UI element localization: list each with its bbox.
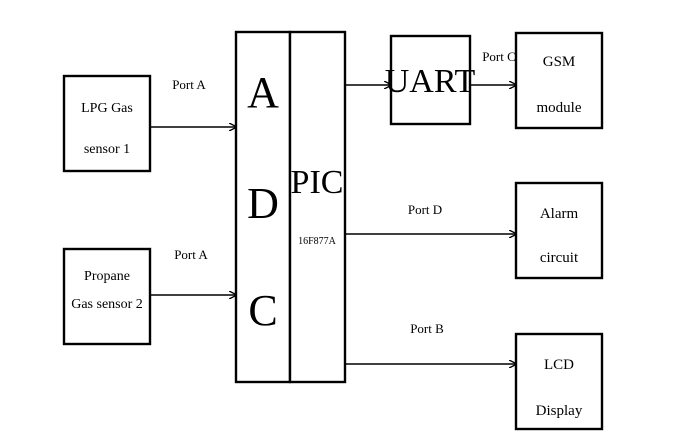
adc-block: A D C: [234, 30, 292, 384]
lpg-sensor-block: LPG Gas sensor 1: [62, 74, 152, 173]
adc-letter-a: A: [247, 68, 279, 117]
lcd-display-block: LCD Display: [514, 332, 604, 431]
lpg-sensor-label-2: sensor 1: [84, 142, 130, 157]
port-label-uart-gsm: Port C: [482, 49, 516, 64]
lpg-sensor-label-1: LPG Gas: [81, 101, 133, 116]
pic-block: PIC 16F877A: [288, 30, 347, 384]
gsm-module-block: GSM module: [514, 31, 604, 130]
connection-pic-lcd: Port B: [345, 321, 516, 364]
gsm-label-2: module: [537, 100, 582, 116]
propane-sensor-label-2: Gas sensor 2: [71, 297, 143, 312]
connection-pic-alarm: Port D: [345, 202, 516, 234]
port-label-alarm: Port D: [408, 202, 442, 217]
adc-letter-c: C: [248, 286, 277, 335]
propane-sensor-label-1: Propane: [84, 269, 130, 284]
alarm-label-2: circuit: [540, 250, 579, 266]
port-label-propane: Port A: [174, 247, 208, 262]
uart-label: UART: [385, 63, 476, 100]
propane-sensor-block: Propane Gas sensor 2: [62, 247, 152, 346]
pic-label: PIC: [291, 164, 344, 201]
port-label-lpg: Port A: [172, 77, 206, 92]
lcd-label-2: Display: [536, 403, 583, 419]
connection-propane-adc: Port A: [150, 247, 236, 295]
port-label-lcd: Port B: [410, 321, 444, 336]
connection-lpg-adc: Port A: [150, 77, 236, 127]
alarm-label-1: Alarm: [540, 206, 579, 222]
uart-block: UART: [385, 34, 476, 126]
adc-letter-d: D: [247, 179, 279, 228]
lcd-label-1: LCD: [544, 357, 574, 373]
alarm-circuit-block: Alarm circuit: [514, 181, 604, 280]
gsm-label-1: GSM: [543, 54, 576, 70]
connection-uart-gsm: Port C: [470, 49, 516, 85]
pic-model: 16F877A: [298, 236, 337, 247]
